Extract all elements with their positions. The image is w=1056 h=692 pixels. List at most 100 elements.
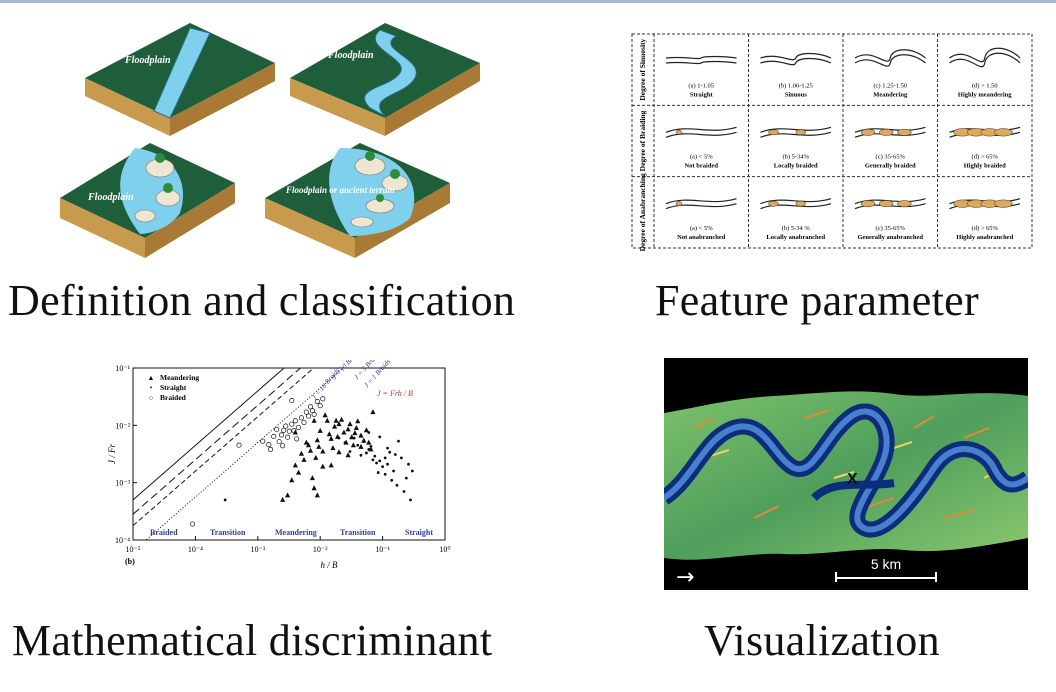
- discriminant-line: [145, 368, 344, 540]
- meandering-point: [314, 437, 320, 443]
- braided-point: [276, 439, 282, 445]
- cell-range: (d) > 65%: [972, 225, 999, 232]
- meandering-point: [311, 417, 317, 423]
- cell-class: Generally anabranched: [857, 234, 923, 241]
- cell-class: Highly anabranched: [956, 234, 1013, 241]
- caption-feature: Feature parameter: [655, 276, 979, 325]
- feature-table-svg: Degree of Sinuosity(a) 1-1.05Straight(b)…: [631, 33, 1033, 251]
- meandering-point: [353, 424, 359, 430]
- meandering-point: [326, 431, 332, 437]
- feature-cell: (c) 35-65% Generally anabranched: [854, 198, 926, 241]
- meandering-point: [295, 469, 302, 475]
- x-axis-label: h / B: [321, 560, 339, 570]
- meandering-point: [324, 417, 330, 423]
- braided-point: [274, 426, 280, 432]
- straight-point: [378, 435, 382, 439]
- braided-point: [291, 428, 297, 434]
- straight-point: [364, 451, 368, 455]
- meandering-point: [331, 423, 338, 429]
- cell-class: Highly meandering: [958, 91, 1012, 98]
- y-tick-label: 10⁻²: [115, 421, 130, 430]
- meandering-point: [303, 439, 309, 445]
- x-tick-label: 10⁻³: [250, 545, 265, 554]
- visualization-map: X → 5 km: [664, 358, 1028, 590]
- meandering-point: [320, 448, 326, 454]
- legend-entry: Meandering: [160, 373, 199, 382]
- caption-definition: Definition and classification: [8, 276, 516, 325]
- straight-point: [397, 439, 400, 443]
- cell-range: (c) 35-65%: [876, 154, 906, 161]
- meandering-point: [322, 412, 328, 418]
- legend-marker: ▲: [148, 374, 155, 382]
- braided-point: [285, 434, 291, 440]
- straight-point: [375, 461, 378, 465]
- region-label: Meandering: [275, 528, 317, 537]
- cell-class: Locally anabranched: [766, 234, 825, 241]
- meandering-point: [309, 475, 316, 481]
- visualization-svg: X → 5 km: [664, 358, 1028, 590]
- straight-river-block: Floodplain: [85, 23, 275, 136]
- cell-range: (d) > 1.50: [972, 82, 998, 89]
- discriminant-line: [133, 368, 302, 515]
- braided-point: [301, 419, 307, 426]
- y-axis-label: J / Fr: [107, 444, 117, 464]
- meandering-point: [292, 462, 298, 468]
- legend-entry: Braided: [160, 393, 187, 402]
- meandering-point: [311, 485, 317, 491]
- x-tick-label: 10⁻⁴: [188, 545, 203, 554]
- meandering-point: [345, 452, 351, 458]
- meandering-point: [314, 492, 320, 498]
- meandering-point: [316, 443, 322, 449]
- braided-point: [260, 438, 266, 444]
- braided-point: [296, 424, 302, 430]
- braided-point: [280, 443, 286, 449]
- cell-class: Not braided: [685, 163, 719, 170]
- meandering-point: [298, 450, 305, 456]
- cell-range: (a) 1-1.05: [688, 82, 714, 89]
- braided-point: [278, 432, 285, 438]
- braided-river-block-1: Floodplain: [60, 143, 235, 258]
- straight-point: [409, 498, 412, 502]
- meandering-point: [313, 454, 319, 460]
- braided-point: [320, 396, 326, 402]
- meandering-point: [370, 409, 376, 415]
- straight-point: [388, 450, 392, 454]
- equation-label: J = Frh / B: [377, 389, 413, 398]
- river-types-figure: Floodplain Floodplain Floodplain: [40, 8, 500, 270]
- caption-visualization: Visualization: [704, 616, 940, 665]
- cell-range: (a) < 5%: [690, 225, 713, 232]
- braided-point: [289, 421, 295, 427]
- straight-point: [383, 456, 387, 460]
- straight-point: [356, 443, 360, 447]
- discriminant-line: [133, 368, 285, 501]
- braided-point: [267, 446, 274, 452]
- cell-range: (c) 35-65%: [876, 225, 906, 232]
- meandering-point: [341, 429, 347, 435]
- meandering-river-block: Floodplain: [290, 23, 480, 136]
- cell-class: Sinuous: [785, 91, 808, 98]
- meandering-point: [336, 421, 342, 427]
- meandering-point: [301, 456, 307, 462]
- meandering-point: [358, 443, 364, 449]
- straight-point: [343, 441, 347, 444]
- top-divider: [0, 0, 1056, 3]
- feature-cell: (d) > 65%Highly braided: [949, 126, 1021, 170]
- straight-point: [395, 483, 399, 487]
- feature-cell: (a) < 5%Not anabranched: [665, 198, 737, 241]
- meandering-point: [338, 416, 345, 422]
- straight-point: [378, 459, 382, 463]
- straight-point: [369, 444, 373, 448]
- x-tick-label: 10⁻¹: [375, 545, 390, 554]
- braided-point: [189, 521, 196, 527]
- region-label: Transition: [210, 528, 246, 537]
- braided-point: [236, 442, 242, 448]
- cell-class: Highly braided: [964, 163, 1006, 170]
- flow-arrow-icon: →: [676, 565, 694, 590]
- y-tick-label: 10⁻¹: [115, 364, 130, 373]
- straight-point: [348, 450, 352, 453]
- meandering-point: [305, 442, 312, 448]
- floodplain-label-4: Floodplain or ancient terrain: [285, 185, 395, 195]
